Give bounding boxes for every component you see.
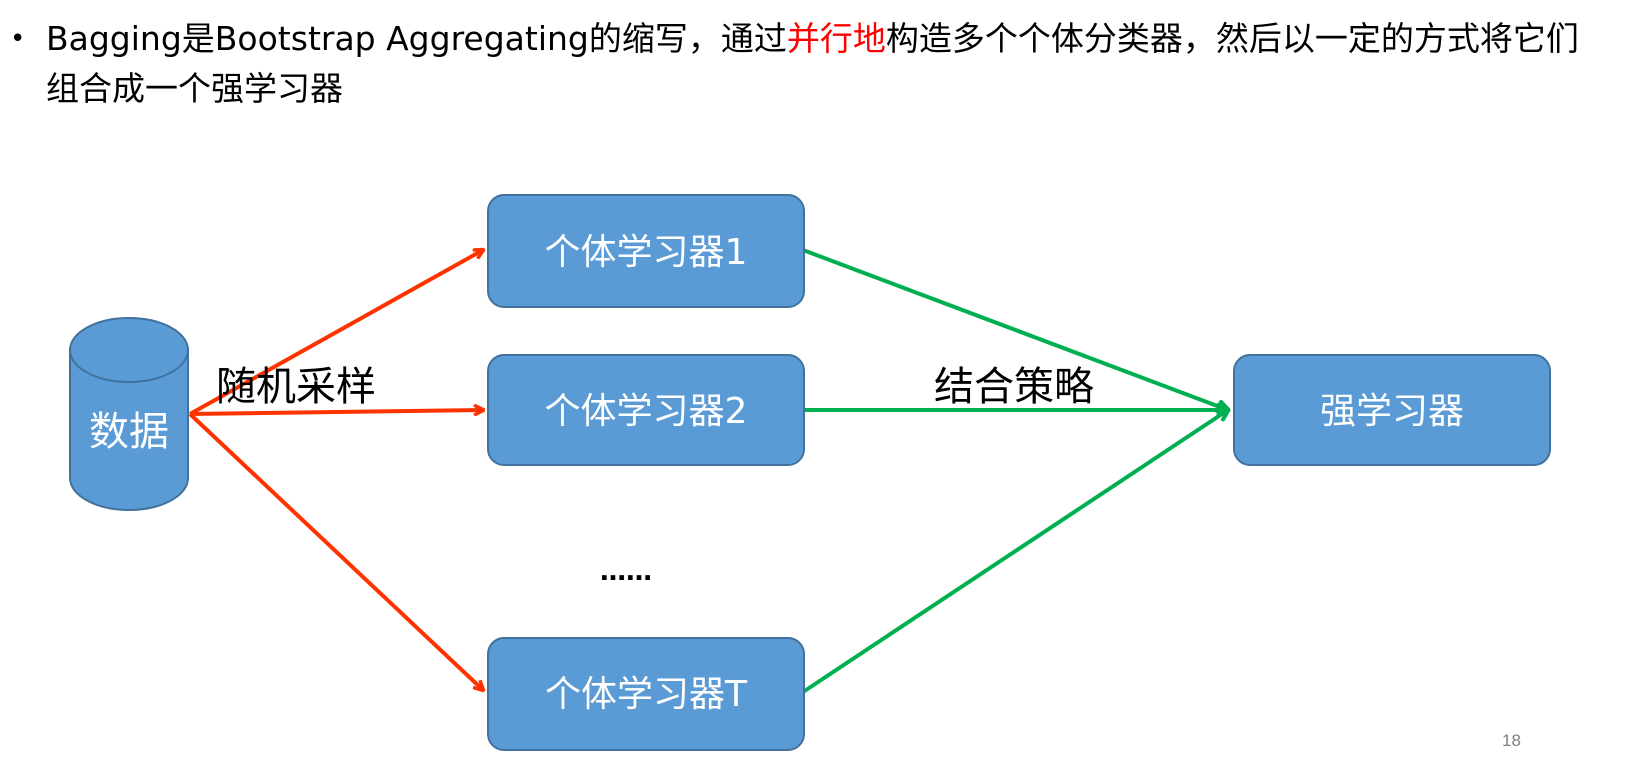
bullet-text-after: 构造多个个体分类器，然后以一定的方式将它们组合成一个强学习器 <box>46 19 1579 108</box>
sampling-arrow-t <box>188 412 483 690</box>
combination-label: 结合策略 <box>934 364 1094 410</box>
strong-learner-label: 强学习器 <box>1320 391 1464 432</box>
learner-node-1: 个体学习器1 <box>487 194 805 308</box>
learner-node-t-label: 个体学习器T <box>545 674 748 715</box>
bullet-marker: • <box>10 24 26 54</box>
bullet-text-before: Bagging是Bootstrap Aggregating的缩写，通过 <box>46 19 787 58</box>
bullet-paragraph: • Bagging是Bootstrap Aggregating的缩写，通过并行地… <box>10 14 1590 114</box>
learner-node-1-label: 个体学习器1 <box>545 232 748 273</box>
ellipsis-label: …… <box>600 557 652 587</box>
combine-arrow-1 <box>802 248 1228 410</box>
data-node-label: 数据 <box>89 409 169 455</box>
strong-learner-node: 强学习器 <box>1233 354 1551 466</box>
sampling-arrow-2 <box>189 410 483 414</box>
combine-arrow-t <box>801 410 1228 694</box>
learner-node-2: 个体学习器2 <box>487 354 805 466</box>
learner-node-t: 个体学习器T <box>487 637 805 751</box>
data-cylinder: 数据 <box>69 317 189 511</box>
page-number: 18 <box>1502 731 1521 750</box>
bullet-text: Bagging是Bootstrap Aggregating的缩写，通过并行地构造… <box>46 14 1590 114</box>
sampling-arrow-1 <box>189 250 483 416</box>
learner-node-2-label: 个体学习器2 <box>545 391 748 432</box>
sampling-label: 随机采样 <box>216 364 376 410</box>
bullet-text-highlight: 并行地 <box>786 19 886 58</box>
